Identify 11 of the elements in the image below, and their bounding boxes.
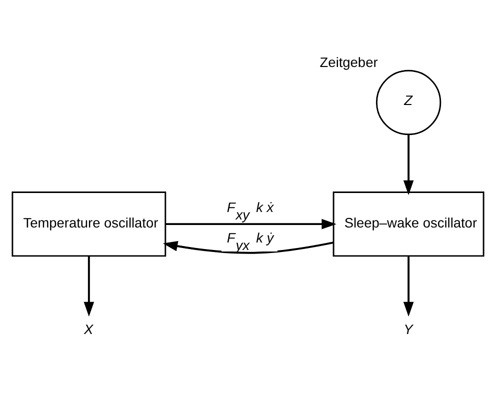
node-text: Y bbox=[404, 322, 413, 338]
arrow bbox=[403, 134, 414, 196]
node-circle: Z bbox=[376, 70, 442, 136]
node-label: Zeitgeber bbox=[320, 54, 378, 70]
arrow bbox=[84, 256, 94, 317]
arrow bbox=[165, 218, 336, 230]
node-text: X bbox=[84, 322, 94, 338]
arrow bbox=[403, 256, 414, 317]
node-box: Sleep–wake oscillator bbox=[332, 191, 484, 257]
node-box: Temperature oscillator bbox=[12, 191, 166, 257]
arrow bbox=[162, 241, 334, 254]
